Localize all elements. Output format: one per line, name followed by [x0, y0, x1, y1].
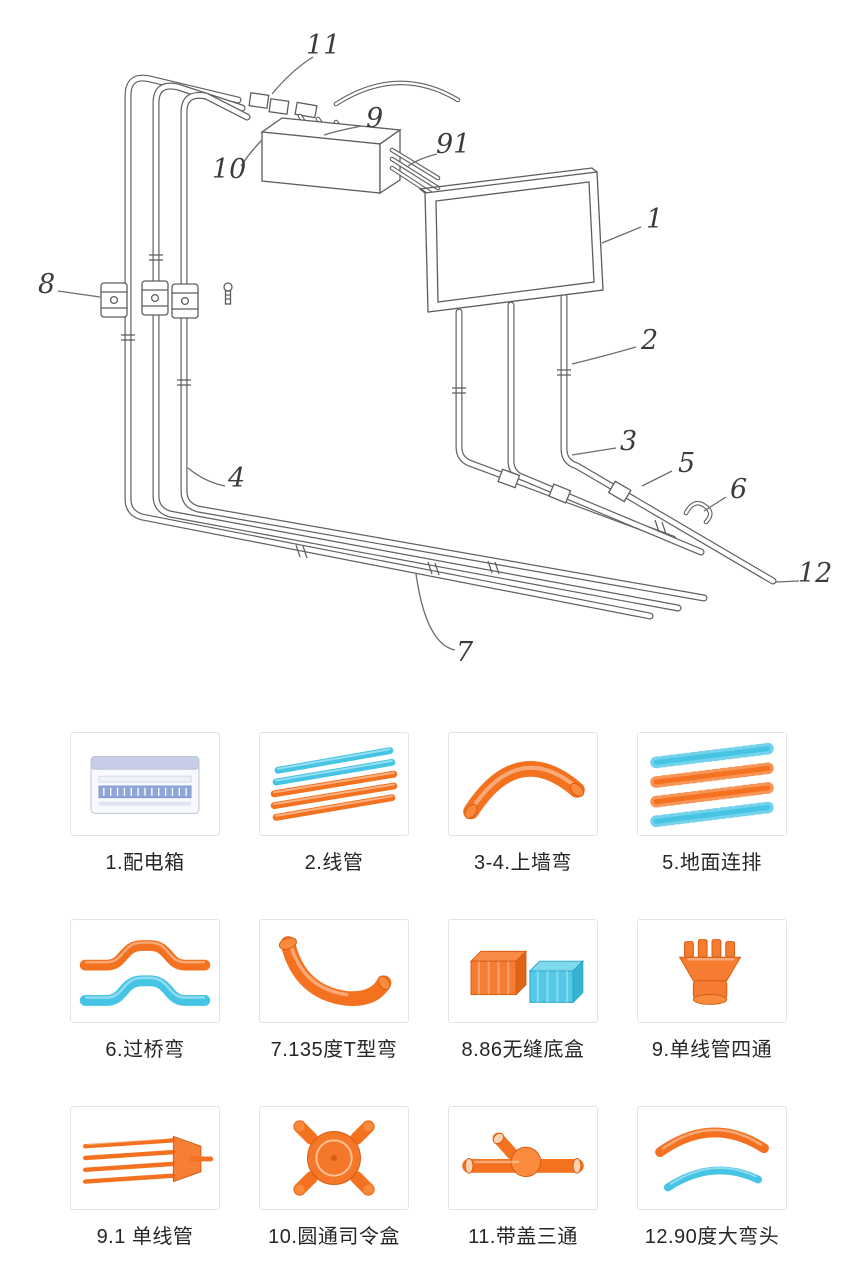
part-card-frame — [448, 1106, 598, 1210]
part-label: 1.配电箱 — [105, 852, 185, 874]
t-bend-135-image — [278, 936, 392, 1006]
part-card-frame — [637, 732, 787, 836]
distribution-box-image — [90, 756, 200, 814]
part-card-floor-raceway: 5.地面连排 — [637, 732, 787, 875]
part-label: 10.圆通司令盒 — [268, 1226, 400, 1248]
part-card-single-conduit: 9.1 单线管 — [70, 1106, 220, 1249]
part-label: 12.90度大弯头 — [644, 1226, 780, 1248]
elbow-90-image — [655, 1127, 769, 1192]
part-label: 8.86无缝底盒 — [461, 1039, 585, 1061]
part-label: 3-4.上墙弯 — [474, 852, 572, 874]
conduit-tubes-image — [270, 747, 398, 821]
part-label: 5.地面连排 — [662, 852, 762, 874]
seamless-back-box-image — [469, 950, 585, 1004]
single-conduit-image — [82, 1135, 214, 1184]
part-label: 11.带盖三通 — [468, 1226, 578, 1248]
part-card-frame — [70, 732, 220, 836]
part-card-frame — [637, 919, 787, 1023]
part-card-conduit-tubes: 2.线管 — [259, 732, 409, 875]
part-card-t-bend-135: 7.135度T型弯 — [259, 919, 409, 1062]
part-card-frame — [70, 919, 220, 1023]
part-label: 7.135度T型弯 — [270, 1039, 398, 1061]
callout-91: 91 — [436, 129, 471, 160]
callout-4: 4 — [228, 463, 246, 494]
part-card-frame — [448, 732, 598, 836]
part-card-four-way-fitting: 9.单线管四通 — [637, 919, 787, 1062]
callout-9: 9 — [366, 103, 384, 134]
four-way-fitting-image — [678, 939, 742, 1005]
callout-1: 1 — [646, 204, 664, 235]
callout-12: 12 — [798, 558, 833, 589]
part-card-wall-bend: 3-4.上墙弯 — [448, 732, 598, 875]
callout-6: 6 — [730, 474, 748, 505]
round-junction-box-image — [293, 1120, 375, 1196]
part-card-distribution-box: 1.配电箱 — [70, 732, 220, 875]
callout-8: 8 — [38, 269, 56, 300]
distribution-panel-outline — [418, 167, 604, 313]
part-card-frame — [70, 1106, 220, 1210]
part-card-frame — [448, 919, 598, 1023]
part-card-frame — [637, 1106, 787, 1210]
part-card-frame — [259, 1106, 409, 1210]
wall-bend-image — [463, 761, 585, 820]
callout-11: 11 — [306, 30, 341, 61]
callout-5: 5 — [678, 448, 696, 479]
part-label: 2.线管 — [304, 852, 364, 874]
part-label: 9.1 单线管 — [96, 1226, 194, 1248]
callout-3: 3 — [620, 426, 638, 457]
part-card-frame — [259, 732, 409, 836]
part-card-frame — [259, 919, 409, 1023]
installation-diagram: 11 9 91 10 1 8 2 3 5 6 4 12 7 — [38, 30, 833, 668]
callout-leader-lines — [57, 56, 800, 651]
part-label: 6.过桥弯 — [105, 1039, 185, 1061]
covered-tee-image — [462, 1132, 584, 1178]
pipe-clips — [100, 280, 199, 319]
part-card-covered-tee: 11.带盖三通 — [448, 1106, 598, 1249]
diagram-drawing — [57, 56, 800, 651]
part-card-seamless-back-box: 8.86无缝底盒 — [448, 919, 598, 1062]
callout-2: 2 — [641, 325, 659, 356]
callout-7: 7 — [456, 637, 474, 668]
callout-10: 10 — [212, 154, 247, 185]
part-card-round-junction-box: 10.圆通司令盒 — [259, 1106, 409, 1249]
bridge-bend-image — [79, 940, 211, 1006]
floor-raceway-image — [650, 742, 774, 828]
part-label: 9.单线管四通 — [651, 1039, 773, 1061]
part-card-elbow-90: 12.90度大弯头 — [637, 1106, 787, 1249]
parts-catalog: 1.配电箱 — [0, 710, 850, 1278]
part-card-bridge-bend: 6.过桥弯 — [70, 919, 220, 1062]
